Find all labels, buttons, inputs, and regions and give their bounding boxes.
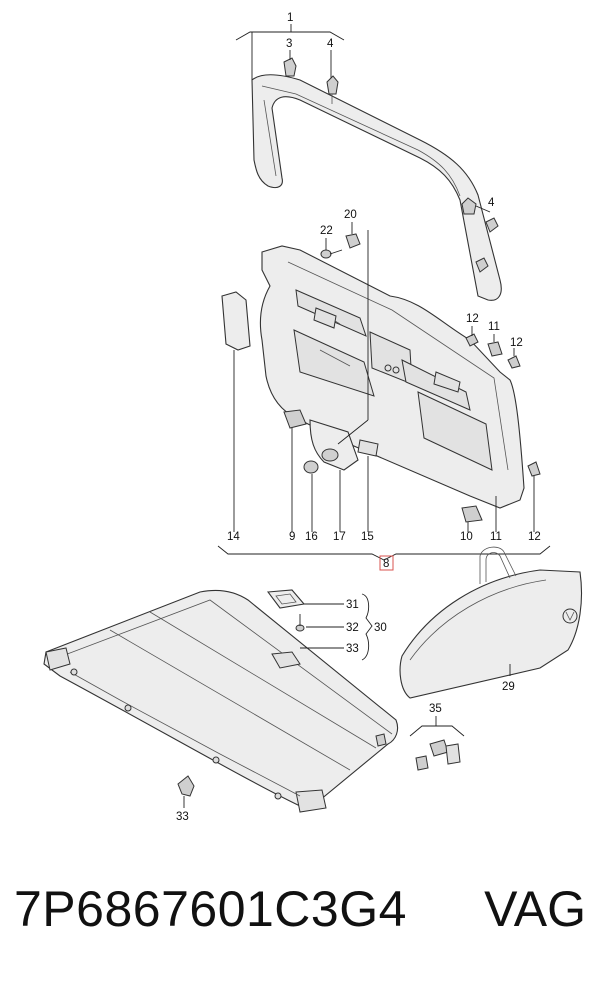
clip-4-top <box>326 75 339 104</box>
callout-33: 33 <box>346 643 359 655</box>
callout-12: 12 <box>528 531 541 543</box>
brand-label: VAG <box>484 881 586 937</box>
side-cover-14 <box>221 291 251 351</box>
clip-20 <box>345 233 361 249</box>
callout-8: 8 <box>383 558 389 570</box>
callout-17: 17 <box>333 531 346 543</box>
clip-4-right <box>461 197 499 273</box>
tailgate-lower-trim-panel <box>259 245 525 509</box>
footer: 7P6867601C3G4 VAG <box>0 880 600 960</box>
clip-3 <box>283 57 297 77</box>
callout-35: 35 <box>429 703 442 715</box>
upper-trim-frame <box>251 74 502 301</box>
screw-32 <box>295 614 305 632</box>
hook-33 <box>177 775 195 797</box>
callout-11: 11 <box>488 321 500 333</box>
callout-1: 1 <box>287 12 293 24</box>
storage-container-29 <box>399 546 582 699</box>
plate-15 <box>357 439 379 457</box>
callout-9: 9 <box>289 531 295 543</box>
clip-assembly-35 <box>415 739 461 771</box>
callout-4: 4 <box>488 197 495 209</box>
callout-20: 20 <box>344 209 357 221</box>
callout-31: 31 <box>346 599 359 611</box>
callout-30: 30 <box>374 622 387 634</box>
clip-11-a <box>487 341 503 357</box>
callout-22: 22 <box>320 225 333 237</box>
bracket-9 <box>283 409 307 429</box>
luggage-compartment-cover <box>43 589 399 813</box>
screw-22 <box>320 249 343 259</box>
clip-12-b <box>507 355 521 369</box>
clip-12-c <box>527 461 541 477</box>
part-number: 7P6867601C3G4 <box>14 881 407 937</box>
callout-16: 16 <box>305 531 318 543</box>
callout-14: 14 <box>227 531 240 543</box>
callout-15: 15 <box>361 531 374 543</box>
callout-12: 12 <box>510 337 523 349</box>
callout-29: 29 <box>502 681 515 693</box>
handle-recess-17 <box>309 419 359 471</box>
callout-33: 33 <box>176 811 189 823</box>
callout-32: 32 <box>346 622 359 634</box>
callout-10: 10 <box>460 531 473 543</box>
exploded-parts-diagram: 1 3 4 4 <box>43 12 582 823</box>
callout-11: 11 <box>490 531 502 543</box>
callout-3: 3 <box>286 38 292 50</box>
handle-31 <box>266 589 306 609</box>
clip-12-a <box>465 333 479 347</box>
callout-4: 4 <box>327 38 334 50</box>
bracket-10 <box>461 505 483 523</box>
callout-8-box <box>379 555 394 571</box>
cap-16 <box>303 460 319 474</box>
callout-12: 12 <box>466 313 479 325</box>
